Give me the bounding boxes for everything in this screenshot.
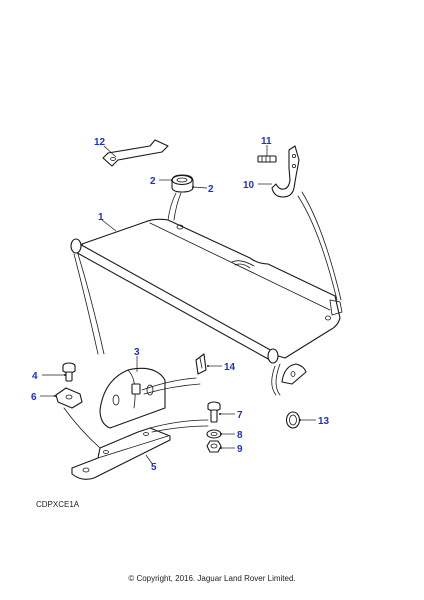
- part-3-end-cap: [99, 356, 201, 429]
- callout-7: 7: [237, 410, 243, 421]
- part-9-nut: [206, 440, 235, 453]
- callout-11: 11: [261, 136, 272, 147]
- part-8-washer: [206, 429, 235, 439]
- part-4-bolt: [42, 362, 76, 382]
- callout-14: 14: [224, 362, 236, 373]
- callout-9: 9: [237, 444, 243, 455]
- part-12-strap: [102, 139, 169, 167]
- part-10-bracket: [258, 145, 342, 301]
- callout-1: 1: [98, 212, 104, 223]
- part-11-screw: [257, 145, 277, 163]
- callout-2-left: 2: [150, 176, 156, 187]
- roller-tube: [70, 238, 281, 396]
- callout-12: 12: [94, 137, 106, 148]
- callout-3: 3: [134, 347, 140, 358]
- part-7-bolt: [207, 401, 235, 423]
- part-1-load-cover: [81, 218, 343, 359]
- roller-end-piece: [281, 363, 307, 385]
- part-14-clip: [195, 353, 222, 375]
- callout-2-right: 2: [208, 184, 214, 195]
- callout-10: 10: [243, 180, 255, 191]
- part-13-grommet: [285, 411, 316, 429]
- illustration-reference: CDPXCE1A: [36, 500, 80, 509]
- callout-4: 4: [32, 371, 38, 382]
- part-5-bracket: [71, 419, 209, 480]
- part-6-nut-clip: [40, 387, 101, 449]
- part-2-grommet: [159, 174, 208, 221]
- callout-13: 13: [318, 416, 330, 427]
- copyright-notice: © Copyright, 2016. Jaguar Land Rover Lim…: [128, 574, 296, 583]
- callout-8: 8: [237, 430, 243, 441]
- callout-5: 5: [151, 462, 157, 473]
- callout-6: 6: [31, 392, 37, 403]
